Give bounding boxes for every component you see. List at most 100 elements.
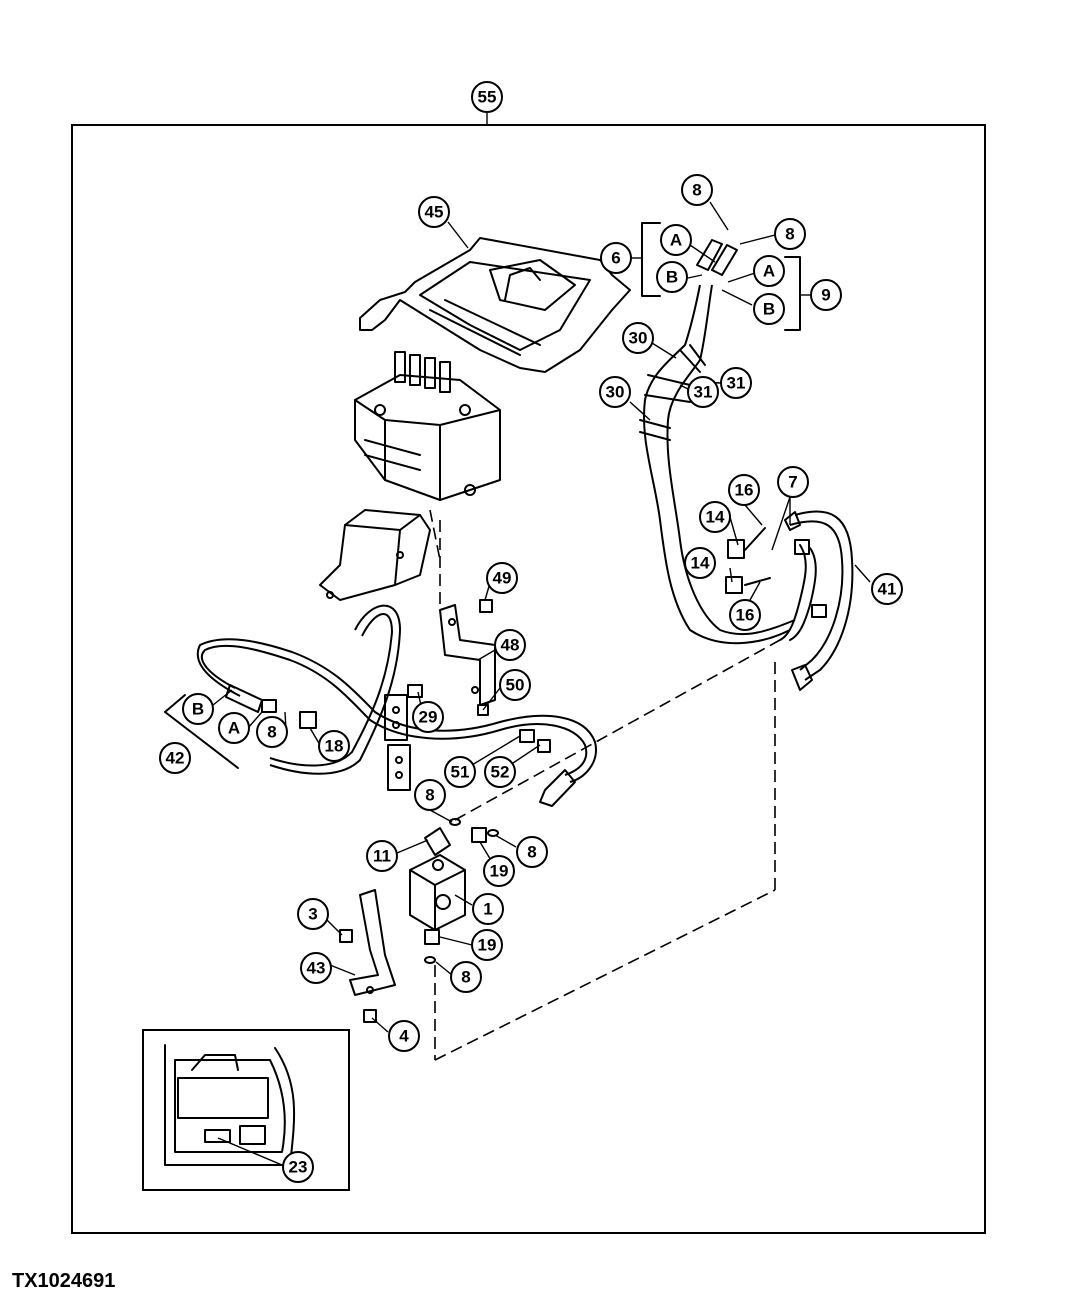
svg-text:23: 23 <box>289 1158 308 1177</box>
svg-text:4: 4 <box>399 1027 409 1046</box>
callout-31-right: 31 <box>720 367 752 399</box>
svg-text:45: 45 <box>425 203 444 222</box>
callout-52: 52 <box>484 756 516 788</box>
svg-text:18: 18 <box>325 737 344 756</box>
callout-42: 42 <box>159 742 191 774</box>
svg-text:A: A <box>228 719 240 738</box>
svg-text:B: B <box>763 300 775 319</box>
svg-text:1: 1 <box>483 900 492 919</box>
svg-text:30: 30 <box>606 383 625 402</box>
pedal-hoses <box>639 239 796 645</box>
leader-lines <box>212 201 871 1166</box>
callout-30-top: 30 <box>622 322 654 354</box>
svg-text:A: A <box>670 231 682 250</box>
port-group-42 <box>164 694 239 769</box>
control-valve <box>354 351 501 501</box>
callout-8-top: 8 <box>681 174 713 206</box>
svg-text:14: 14 <box>691 554 710 573</box>
callout-B-left: B <box>656 261 688 293</box>
figure-id: TX1024691 <box>12 1270 116 1292</box>
hose-41 <box>784 510 854 691</box>
svg-text:43: 43 <box>307 959 326 978</box>
svg-text:19: 19 <box>478 936 497 955</box>
callout-3: 3 <box>297 898 329 930</box>
callout-51: 51 <box>444 756 476 788</box>
callout-14-bottom: 14 <box>684 547 716 579</box>
callout-6: 6 <box>600 242 632 274</box>
svg-text:A: A <box>763 262 775 281</box>
callout-8-center: 8 <box>414 779 446 811</box>
svg-text:6: 6 <box>611 249 620 268</box>
callout-30-bottom: 30 <box>599 376 631 408</box>
callout-B-42: B <box>182 693 214 725</box>
callout-16-top: 16 <box>728 474 760 506</box>
callout-7: 7 <box>777 466 809 498</box>
callout-50: 50 <box>499 669 531 701</box>
svg-text:8: 8 <box>527 843 536 862</box>
manifold-plates <box>384 694 411 791</box>
callout-B-right: B <box>753 293 785 325</box>
svg-text:31: 31 <box>694 383 713 402</box>
callout-23: 23 <box>282 1151 314 1183</box>
svg-text:16: 16 <box>736 606 755 625</box>
svg-text:41: 41 <box>878 580 897 599</box>
svg-text:52: 52 <box>491 763 510 782</box>
callout-14-top: 14 <box>699 501 731 533</box>
floor-plate <box>359 237 631 373</box>
callout-16-bottom: 16 <box>729 599 761 631</box>
svg-text:7: 7 <box>788 473 797 492</box>
callout-29: 29 <box>412 701 444 733</box>
svg-text:29: 29 <box>419 708 438 727</box>
svg-text:42: 42 <box>166 749 185 768</box>
callout-45: 45 <box>418 196 450 228</box>
callout-9: 9 <box>810 279 842 311</box>
callout-1: 1 <box>472 893 504 925</box>
svg-text:3: 3 <box>308 905 317 924</box>
bracket-43 <box>349 889 396 996</box>
cab-inset <box>142 1029 350 1191</box>
callout-19-top: 19 <box>483 855 515 887</box>
callout-8-top-right: 8 <box>774 218 806 250</box>
callout-49: 49 <box>486 562 518 594</box>
callout-8-bottom: 8 <box>450 961 482 993</box>
valve-bracket <box>319 509 431 601</box>
callout-11: 11 <box>366 840 398 872</box>
callout-41: 41 <box>871 573 903 605</box>
assembly-frame <box>71 124 986 1234</box>
svg-text:14: 14 <box>706 508 725 527</box>
svg-text:B: B <box>192 700 204 719</box>
callout-A-left: A <box>660 224 692 256</box>
svg-text:11: 11 <box>373 847 391 866</box>
callout-48: 48 <box>494 629 526 661</box>
tee-fittings <box>725 527 827 641</box>
svg-text:B: B <box>666 268 678 287</box>
bracket-48 <box>439 604 496 706</box>
svg-text:49: 49 <box>493 569 512 588</box>
svg-text:16: 16 <box>735 481 754 500</box>
port-group-6 <box>632 222 661 297</box>
callout-55: 55 <box>471 81 503 113</box>
small-fittings <box>261 599 551 1023</box>
callout-4: 4 <box>388 1020 420 1052</box>
callout-A-right: A <box>753 255 785 287</box>
svg-text:51: 51 <box>451 763 470 782</box>
pressure-block <box>409 854 466 931</box>
svg-text:8: 8 <box>785 225 794 244</box>
callout-8-right: 8 <box>516 836 548 868</box>
svg-text:31: 31 <box>727 374 746 393</box>
svg-text:8: 8 <box>267 723 276 742</box>
svg-text:30: 30 <box>629 329 648 348</box>
svg-text:48: 48 <box>501 636 520 655</box>
callout-8-left: 8 <box>256 716 288 748</box>
svg-text:8: 8 <box>461 968 470 987</box>
svg-text:9: 9 <box>821 286 830 305</box>
svg-text:8: 8 <box>425 786 434 805</box>
svg-text:50: 50 <box>506 676 525 695</box>
callout-A-42: A <box>218 712 250 744</box>
callout-43: 43 <box>300 952 332 984</box>
svg-text:55: 55 <box>478 88 497 107</box>
callout-31-center: 31 <box>687 376 719 408</box>
callout-19-bottom: 19 <box>471 929 503 961</box>
svg-text:19: 19 <box>490 862 509 881</box>
